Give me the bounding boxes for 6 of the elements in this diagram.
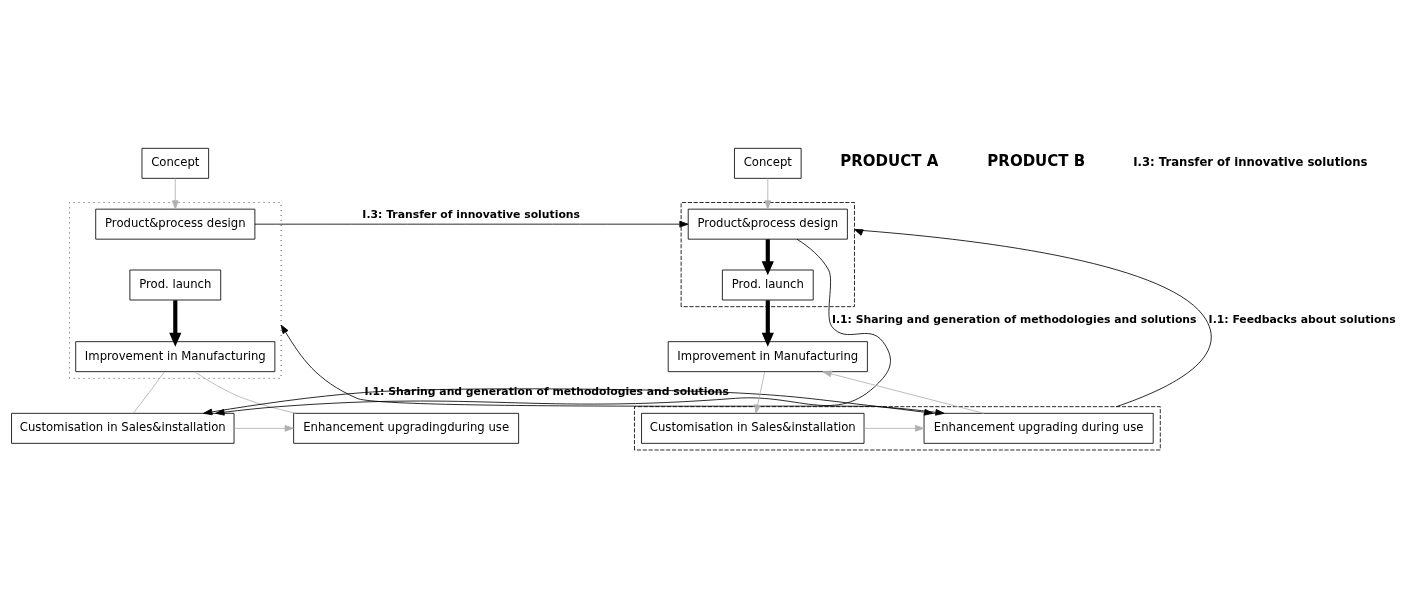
label: PRODUCT A	[840, 151, 939, 170]
edge-label: I.1: Sharing and generation of methodologies and solutions	[831, 312, 1197, 326]
edge-label: I.3: Transfer of innovative solutions	[362, 207, 581, 221]
edge-label: I.1: Feedbacks about solutions	[1208, 312, 1396, 326]
label: PRODUCT B	[987, 151, 1086, 170]
label: I.3: Transfer of innovative solutions	[1133, 154, 1368, 169]
